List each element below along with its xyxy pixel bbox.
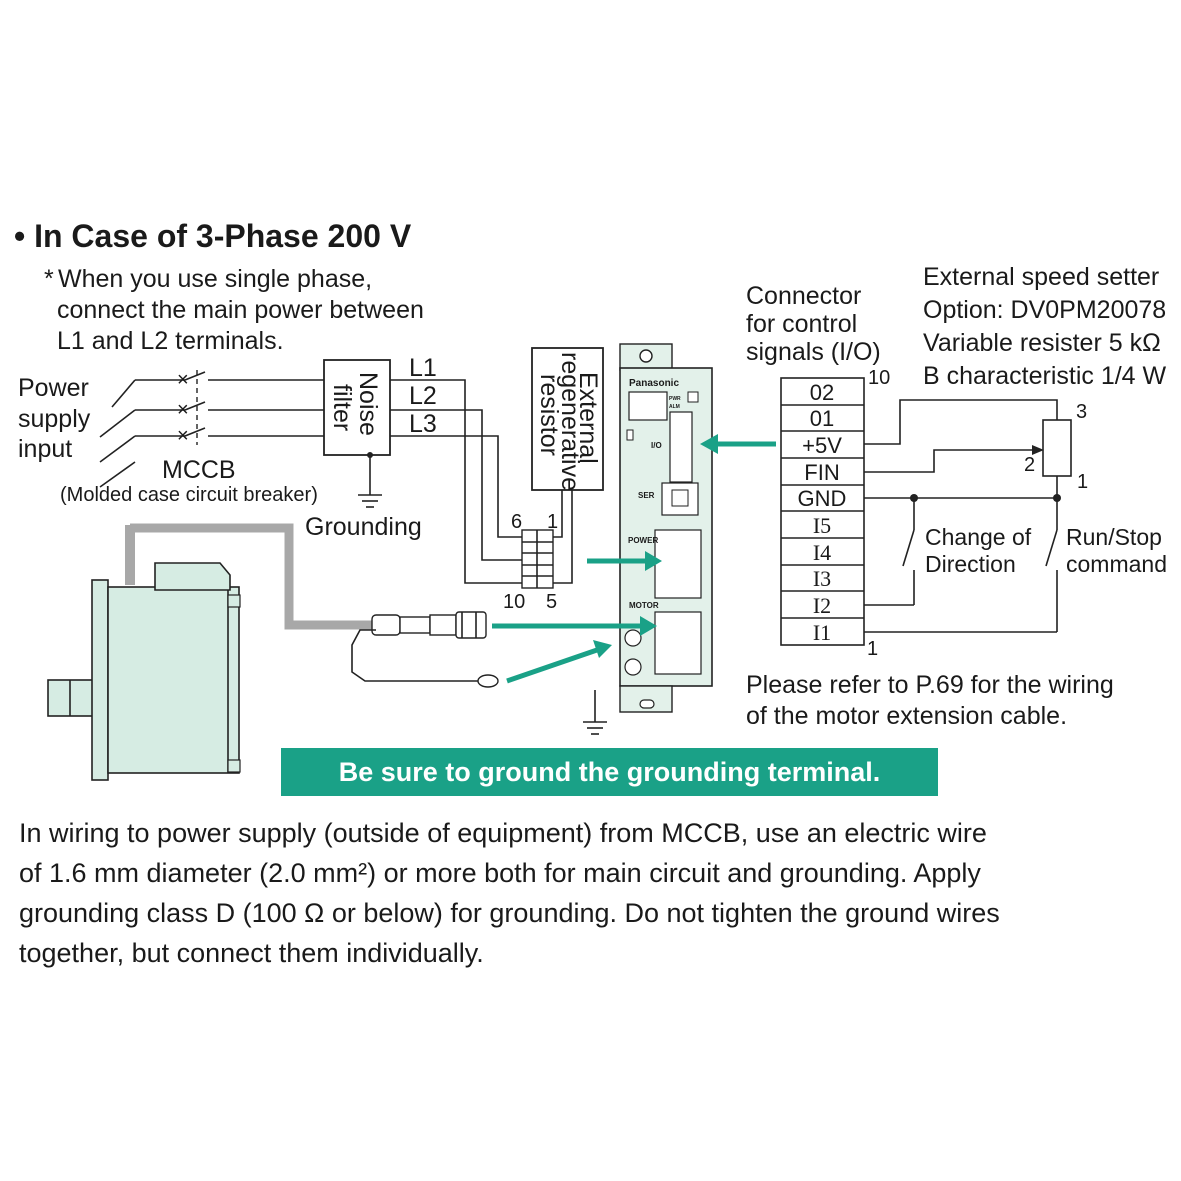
pot-pin-2: 2 [1024, 454, 1035, 476]
connector-title-3: signals (I/O) [746, 338, 881, 366]
noise-filter-ground-icon [358, 494, 382, 508]
driver-power-label: POWER [628, 536, 658, 545]
mccb-breaker: × × × [99, 369, 330, 488]
regen-resistor-label-1: External [574, 372, 602, 464]
driver-led-alm: ALM [669, 404, 680, 410]
motor [47, 525, 241, 781]
driver-io-label: I/O [651, 441, 662, 450]
refer-note-1: Please refer to P.69 for the wiring [746, 671, 1114, 699]
io-pin-i3: I3 [813, 566, 831, 591]
io-pin-gnd: GND [798, 486, 847, 511]
arrow-to-ground-terminal [506, 640, 612, 684]
note-line-3: L1 and L2 terminals. [57, 327, 284, 355]
driver-ser-label: SER [638, 491, 655, 500]
speed-setter-line-2: Option: DV0PM20078 [923, 296, 1166, 324]
io-pin-i2: I2 [813, 593, 831, 618]
io-pin-i5: I5 [813, 513, 831, 538]
driver-motor-label: MOTOR [629, 601, 659, 610]
arrow-to-power [587, 551, 662, 571]
io-connector-table [780, 377, 865, 646]
speed-setter-line-4: B characteristic 1/4 W [923, 362, 1167, 390]
arrow-to-io [700, 434, 776, 454]
io-pin-i4: I4 [813, 540, 831, 565]
potentiometer [864, 399, 1072, 502]
speed-setter-line-1: External speed setter [923, 263, 1159, 291]
power-connector [521, 529, 554, 589]
io-pin-fin: FIN [804, 460, 839, 485]
power-pin-6: 6 [511, 511, 522, 533]
note-line-1: When you use single phase, [58, 265, 372, 293]
instructions-line-2: of 1.6 mm diameter (2.0 mm²) or more bot… [19, 858, 981, 888]
io-pin-plus5v: +5V [802, 433, 842, 458]
regen-resistor-label-2: regenerative [556, 352, 584, 491]
grounding-warning-banner: Be sure to ground the grounding terminal… [281, 748, 938, 796]
regen-resistor-box [531, 347, 604, 491]
motor-cable [130, 523, 376, 630]
pot-pin-3: 3 [1076, 401, 1087, 423]
power-pin-1: 1 [547, 511, 558, 533]
io-pin-i1: I1 [813, 620, 831, 645]
line-l3-label: L3 [409, 410, 437, 438]
section-heading: • In Case of 3-Phase 200 V [14, 218, 412, 254]
io-pin-number-top: 10 [868, 367, 890, 389]
power-pin-5: 5 [546, 591, 557, 613]
refer-note-2: of the motor extension cable. [746, 702, 1067, 730]
speed-setter-line-3: Variable resister 5 kΩ [923, 329, 1161, 357]
noise-filter-box [323, 359, 391, 456]
motor-connector-plug [371, 611, 487, 639]
grounding-label: Grounding [305, 513, 422, 541]
power-wires [390, 379, 573, 584]
noise-filter-label-2: filter [328, 384, 356, 431]
line-l1-label: L1 [409, 354, 437, 382]
power-pin-10: 10 [503, 591, 525, 613]
io-pin-02: 02 [810, 380, 834, 405]
connector-title-2: for control [746, 310, 857, 338]
io-pin-number-bottom: 1 [867, 638, 878, 660]
note-asterisk: * [44, 265, 54, 293]
direction-label-2: Direction [925, 551, 1016, 577]
driver-ground-icon [583, 690, 607, 735]
wiring-instructions: In wiring to power supply (outside of eq… [19, 813, 1169, 973]
runstop-label-2: command [1066, 551, 1167, 577]
driver-led-pwr: PWR [669, 396, 681, 402]
direction-label-1: Change of [925, 524, 1032, 550]
ground-ring-terminal [477, 674, 499, 688]
note-line-2: connect the main power between [57, 296, 424, 324]
mccb-label: MCCB [162, 456, 236, 484]
instructions-line-3: grounding class D (100 Ω or below) for g… [19, 898, 1000, 928]
runstop-label-1: Run/Stop [1066, 524, 1162, 550]
instructions-line-4: together, but connect them individually. [19, 938, 484, 968]
svg-text:×: × [177, 399, 189, 421]
instructions-line-1: In wiring to power supply (outside of eq… [19, 818, 987, 848]
pot-pin-1: 1 [1077, 471, 1088, 493]
direction-switch [864, 498, 915, 606]
regen-resistor-label-3: resistor [535, 374, 563, 456]
line-l2-label: L2 [409, 382, 437, 410]
ground-lead [351, 629, 478, 682]
mccb-description: (Molded case circuit breaker) [60, 484, 318, 506]
runstop-switch [864, 498, 1058, 633]
svg-text:×: × [177, 369, 189, 391]
power-supply-label-2: supply [18, 405, 91, 433]
driver-brand: Panasonic [629, 378, 679, 389]
noise-filter-label-1: Noise [354, 372, 382, 436]
arrow-to-motor [492, 616, 657, 636]
power-supply-label-1: Power [18, 374, 89, 402]
connector-title-1: Connector [746, 282, 861, 310]
io-pin-01: 01 [810, 406, 834, 431]
driver-unit [619, 343, 713, 713]
power-supply-label-3: input [18, 435, 72, 463]
svg-text:×: × [177, 425, 189, 447]
